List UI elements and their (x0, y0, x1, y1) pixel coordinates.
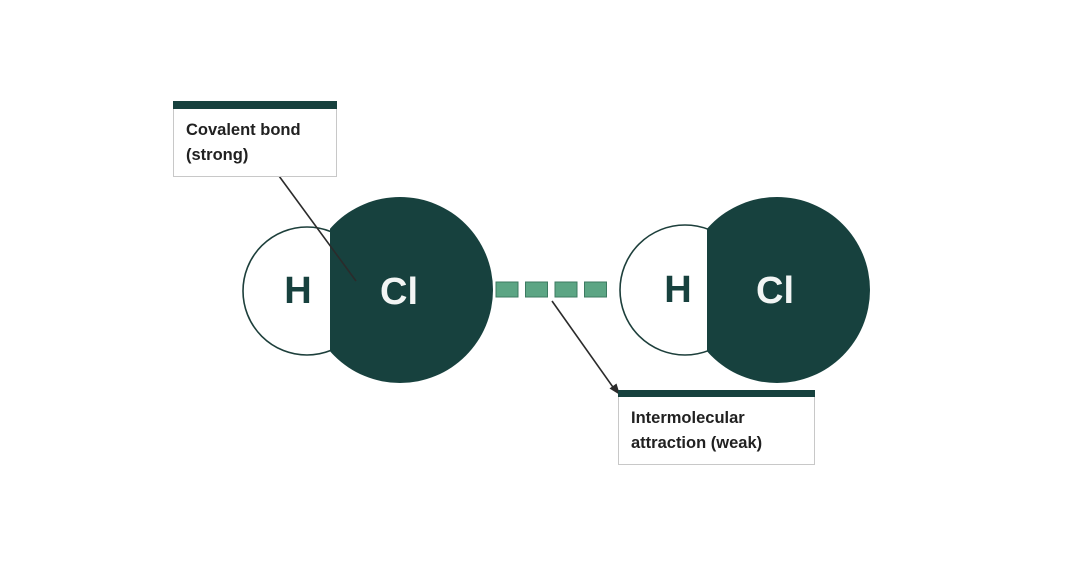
covalent-callout-text-line1: Covalent bond (186, 121, 301, 139)
intermolecular-leader-arrowhead (609, 383, 620, 395)
left-hcl-molecule: H Cl (242, 197, 493, 383)
intermolecular-callout-accent-bar (618, 390, 815, 397)
right-hcl-molecule: H Cl (619, 197, 870, 383)
intermolecular-leader-line (551, 300, 616, 391)
covalent-leader-line (278, 175, 357, 282)
left-chlorine-label: Cl (380, 271, 418, 313)
intermolecular-dash (525, 281, 548, 298)
left-chlorine-atom (330, 197, 493, 383)
intermolecular-callout-text-line1: Intermolecular (631, 409, 745, 427)
left-hydrogen-label: H (284, 270, 311, 312)
covalent-bond-callout: Covalent bond (strong) (173, 101, 337, 177)
intermolecular-dash (554, 281, 578, 298)
right-chlorine-atom (707, 197, 870, 383)
intermolecular-dashes (495, 281, 607, 298)
covalent-callout-text-line2: (strong) (186, 146, 249, 164)
intermolecular-callout-text-line2: attraction (weak) (631, 434, 763, 452)
intermolecular-dash (495, 281, 519, 298)
covalent-callout-accent-bar (173, 101, 337, 109)
intermolecular-dash (584, 281, 607, 298)
right-hydrogen-label: H (664, 269, 691, 311)
intermolecular-attraction-callout: Intermolecular attraction (weak) (618, 390, 815, 465)
right-chlorine-label: Cl (756, 270, 794, 312)
